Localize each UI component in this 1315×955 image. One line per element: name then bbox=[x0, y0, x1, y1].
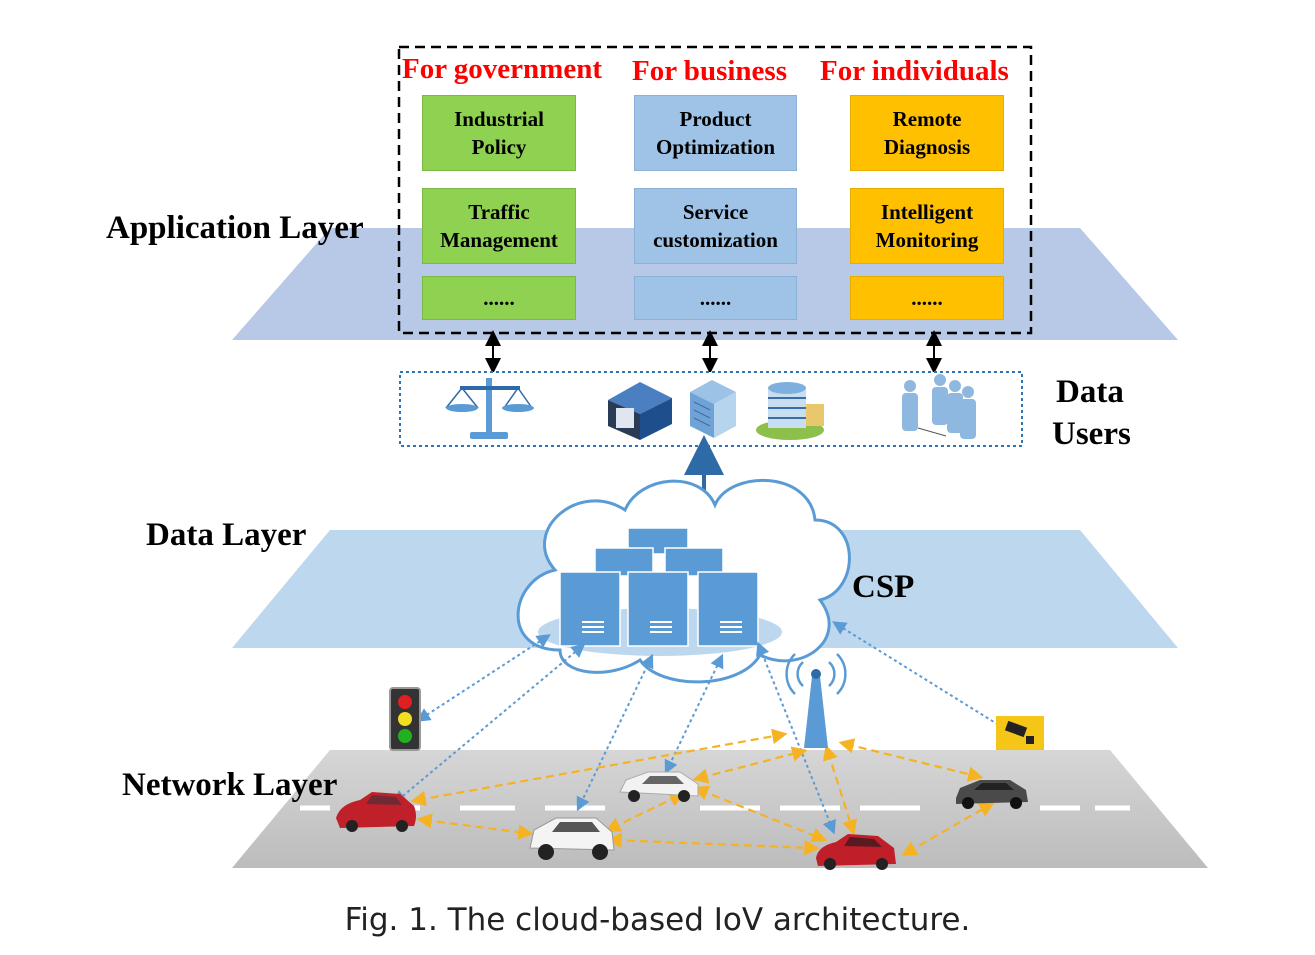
box-remote-diagnosis: Remote Diagnosis bbox=[850, 95, 1004, 171]
box-individuals-more: ...... bbox=[850, 276, 1004, 320]
server-stack bbox=[559, 527, 759, 647]
box-product-optimization: Product Optimization bbox=[634, 95, 797, 171]
box-government-more: ...... bbox=[422, 276, 576, 320]
bank-building-icon bbox=[608, 382, 672, 440]
data-users-label-line1: Data bbox=[1056, 374, 1124, 410]
round-building-icon bbox=[756, 382, 824, 440]
car-white-suv bbox=[529, 817, 615, 860]
car-red-left bbox=[336, 792, 416, 832]
box-intelligent-monitoring: Intelligent Monitoring bbox=[850, 188, 1004, 264]
box-traffic-management: Traffic Management bbox=[422, 188, 576, 264]
car-red-right bbox=[816, 834, 896, 870]
box-business-more: ...... bbox=[634, 276, 797, 320]
car-dark-sedan bbox=[956, 780, 1028, 809]
data-users-label-line2: Users bbox=[1052, 416, 1131, 452]
scale-icon bbox=[445, 378, 534, 439]
csp-label: CSP bbox=[852, 569, 915, 605]
government-title: For government bbox=[402, 53, 602, 85]
data-layer-label: Data Layer bbox=[146, 517, 307, 553]
application-layer-label: Application Layer bbox=[106, 210, 364, 246]
figure-caption: Fig. 1. The cloud-based IoV architecture… bbox=[344, 902, 971, 938]
car-white-sedan bbox=[619, 771, 699, 802]
individuals-title: For individuals bbox=[820, 55, 1009, 87]
network-layer-label: Network Layer bbox=[122, 767, 338, 803]
business-title: For business bbox=[632, 55, 787, 87]
app-data-arrows bbox=[485, 330, 942, 374]
box-industrial-policy: Industrial Policy bbox=[422, 95, 576, 171]
camera-sign-icon bbox=[996, 716, 1044, 750]
office-tower-icon bbox=[690, 380, 736, 438]
box-service-customization: Service customization bbox=[634, 188, 797, 264]
people-icon bbox=[902, 374, 976, 439]
v2v-links bbox=[410, 728, 995, 856]
base-station-icon bbox=[785, 653, 847, 748]
traffic-light-icon bbox=[389, 687, 421, 751]
server-vents bbox=[582, 621, 742, 633]
